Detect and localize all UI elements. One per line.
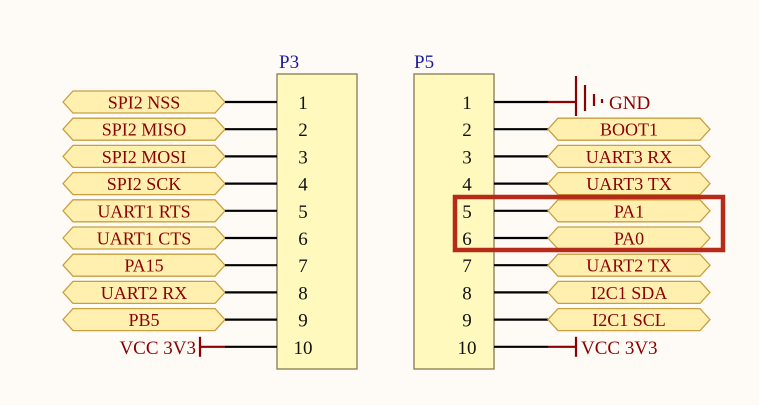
p3-pin-number: 10 (294, 338, 313, 359)
p3-pin-number: 6 (298, 229, 308, 250)
p5-pin-row: 1 GND (462, 76, 650, 116)
p5-net-label: VCC 3V3 (581, 338, 658, 359)
p5-pin-number: 2 (462, 120, 472, 141)
p3-net-label: PA15 (124, 256, 163, 276)
p5-pin-row: 3 UART3 RX (462, 144, 711, 169)
p3-pin-row: SPI2 NSS 1 (62, 90, 308, 114)
p5-net-flag (547, 171, 711, 196)
highlight-box (452, 194, 726, 253)
p3-pin-row: UART2 RX 8 (62, 280, 308, 304)
p5-net-label: PA0 (614, 229, 644, 249)
p3-net-label: PB5 (128, 310, 159, 330)
p5-pin-row: 7 UART2 TX (462, 253, 711, 277)
p3-pin-number: 7 (298, 256, 308, 277)
p5-pin-number: 5 (462, 202, 472, 223)
p5-net-label: UART2 TX (586, 256, 671, 276)
p5-pin-number: 3 (462, 147, 472, 168)
p3-pin-row: SPI2 MISO 2 (62, 117, 308, 141)
connector-p5: P5 1 GND 2 BOOT1 3 UART3 RX 4 UART3 TX 5 PA1 6 PA0 7… (413, 52, 711, 370)
ground-icon (548, 76, 604, 116)
p3-pin-row: PB5 9 (62, 307, 308, 332)
p5-net-label: UART3 TX (586, 174, 671, 194)
p5-pin-number: 6 (462, 229, 472, 250)
p5-net-flag (547, 253, 711, 277)
connector-p5-ref: P5 (414, 52, 434, 73)
p3-pin-number: 1 (298, 93, 308, 114)
p3-net-label: SPI2 MOSI (102, 147, 187, 167)
p3-pin-number: 8 (298, 283, 308, 304)
connector-p3-ref: P3 (279, 52, 299, 73)
p3-pin-row: PA15 7 (62, 253, 308, 277)
p5-net-flag (547, 117, 711, 141)
p3-pin-row: VCC 3V3 10 (119, 336, 313, 359)
p5-pin-number: 4 (462, 175, 472, 196)
p3-pin-number: 2 (298, 120, 308, 141)
p3-net-label: VCC 3V3 (119, 338, 196, 359)
p5-pin-number: 7 (462, 256, 472, 277)
p3-pin-row: UART1 CTS 6 (62, 226, 308, 250)
p3-net-label: SPI2 SCK (107, 174, 182, 194)
p5-pin-row: 8 I2C1 SDA (462, 280, 711, 305)
p5-net-label: GND (609, 93, 650, 114)
p5-net-label: I2C1 SDA (591, 283, 668, 303)
p3-pin-number: 9 (298, 311, 308, 332)
p5-net-flag (547, 144, 711, 169)
p5-net-flag (547, 280, 711, 305)
p5-net-flag (547, 199, 711, 223)
p3-pin-number: 3 (298, 147, 308, 168)
p5-pin-row: 6 PA0 (462, 226, 711, 250)
p5-net-label: BOOT1 (600, 120, 658, 140)
p5-net-label: UART3 RX (586, 147, 672, 167)
p3-net-label: SPI2 NSS (108, 93, 181, 113)
p3-pin-number: 4 (298, 175, 308, 196)
p5-pin-row: 2 BOOT1 (462, 117, 711, 141)
connector-p3-body (276, 73, 358, 370)
p3-pin-row: SPI2 SCK 4 (62, 171, 308, 196)
p5-pin-row: 5 PA1 (462, 199, 711, 223)
p5-net-label: I2C1 SCL (592, 310, 666, 330)
p5-pin-row: 4 UART3 TX (462, 171, 711, 196)
p5-pin-number: 10 (458, 338, 477, 359)
p5-net-label: PA1 (614, 201, 644, 221)
p3-net-label: UART1 RTS (97, 201, 190, 221)
p5-pin-row: 10 VCC 3V3 (458, 336, 658, 359)
p3-pin-number: 5 (298, 202, 308, 223)
p5-pin-row: 9 I2C1 SCL (462, 307, 711, 332)
p3-net-label: UART1 CTS (97, 229, 191, 249)
p3-net-label: SPI2 MISO (102, 120, 187, 140)
p3-net-label: UART2 RX (101, 283, 187, 303)
p3-pin-row: UART1 RTS 5 (62, 199, 308, 223)
p5-net-flag (547, 307, 711, 332)
p3-pin-row: SPI2 MOSI 3 (62, 144, 308, 168)
p5-pin-number: 8 (462, 283, 472, 304)
p5-pin-number: 1 (462, 93, 472, 114)
p5-pin-number: 9 (462, 311, 472, 332)
